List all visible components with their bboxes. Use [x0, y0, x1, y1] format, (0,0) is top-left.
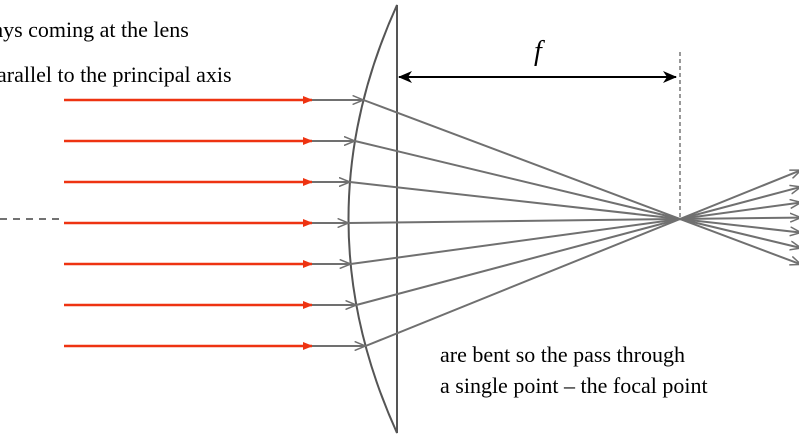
refracted-ray	[365, 170, 799, 347]
refracted-ray	[363, 99, 799, 264]
caption-bottom-line-1: are bent so the pass through	[440, 342, 685, 367]
caption-top-line-1: rays coming at the lens	[0, 17, 189, 42]
refracted-ray	[348, 218, 799, 224]
refracted-ray	[350, 202, 799, 265]
lens	[347, 4, 398, 434]
refracted-rays	[348, 99, 799, 347]
caption-top-line-2: parallel to the principal axis	[0, 62, 232, 87]
incoming-rays	[64, 100, 366, 346]
refracted-ray	[356, 187, 799, 306]
refracted-ray	[354, 140, 799, 248]
focal-length-label: f	[534, 36, 545, 67]
refracted-ray	[349, 181, 799, 233]
caption-bottom-line-2: a single point – the focal point	[440, 373, 708, 398]
